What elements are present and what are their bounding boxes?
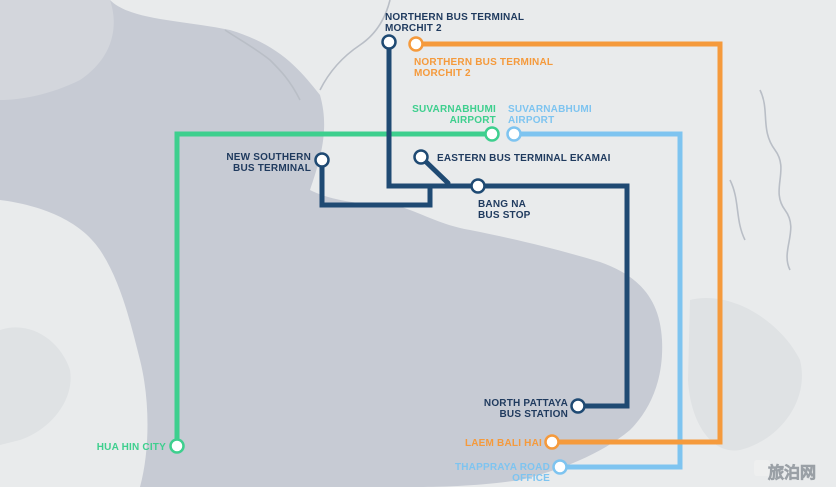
label-thappraya-2: OFFICE <box>512 473 550 484</box>
watermark: 旅泊网 <box>754 460 816 482</box>
label-ekamai: EASTERN BUS TERMINAL EKAMAI <box>437 153 611 164</box>
gulf-water <box>0 0 663 487</box>
station-nodes <box>169 34 586 475</box>
station-suvarnabhumi-green[interactable] <box>484 126 500 142</box>
station-new-southern[interactable] <box>314 152 330 168</box>
route-line-navy-south <box>319 160 433 208</box>
station-ekamai[interactable] <box>413 149 429 165</box>
label-suvarnabhumi-blue-2: AIRPORT <box>508 115 554 126</box>
station-thappraya[interactable] <box>552 459 568 475</box>
station-morchit-orange[interactable] <box>408 36 424 52</box>
station-bangna[interactable] <box>470 178 486 194</box>
rivers <box>224 0 792 271</box>
label-new-southern-1: NEW SOUTHERN <box>226 152 311 163</box>
route-line-navy-pattaya <box>478 183 630 409</box>
route-line-orange <box>416 41 723 445</box>
label-bangna-1: BANG NA <box>478 199 526 210</box>
label-hua-hin: HUA HIN CITY <box>97 442 166 453</box>
label-suvarnabhumi-green-2: AIRPORT <box>450 115 496 126</box>
label-bangna-2: BUS STOP <box>478 210 531 221</box>
station-north-pattaya[interactable] <box>570 398 586 414</box>
label-suvarnabhumi-green-1: SUVARNABHUMI <box>412 104 496 115</box>
station-morchit-navy[interactable] <box>381 34 397 50</box>
station-laem-bali-hai[interactable] <box>544 434 560 450</box>
label-morchit-orange-2: MORCHIT 2 <box>414 68 471 79</box>
label-laem-bali-hai: LAEM BALI HAI <box>465 438 542 449</box>
label-morchit-navy-2: MORCHIT 2 <box>385 23 442 34</box>
label-morchit-navy-1: NORTHERN BUS TERMINAL <box>385 12 524 23</box>
label-new-southern-2: BUS TERMINAL <box>233 163 311 174</box>
label-north-pattaya-1: NORTH PATTAYA <box>484 398 568 409</box>
label-suvarnabhumi-blue-1: SUVARNABHUMI <box>508 104 592 115</box>
label-morchit-orange-1: NORTHERN BUS TERMINAL <box>414 57 553 68</box>
route-line-navy-north <box>386 42 478 189</box>
station-suvarnabhumi-blue[interactable] <box>506 126 522 142</box>
station-hua-hin[interactable] <box>169 438 185 454</box>
upper-water <box>0 0 114 100</box>
label-north-pattaya-2: BUS STATION <box>500 409 569 420</box>
watermark-text: 旅泊网 <box>768 463 816 482</box>
route-line-lightblue <box>514 131 683 470</box>
label-thappraya-1: THAPPRAYA ROAD <box>455 462 550 473</box>
